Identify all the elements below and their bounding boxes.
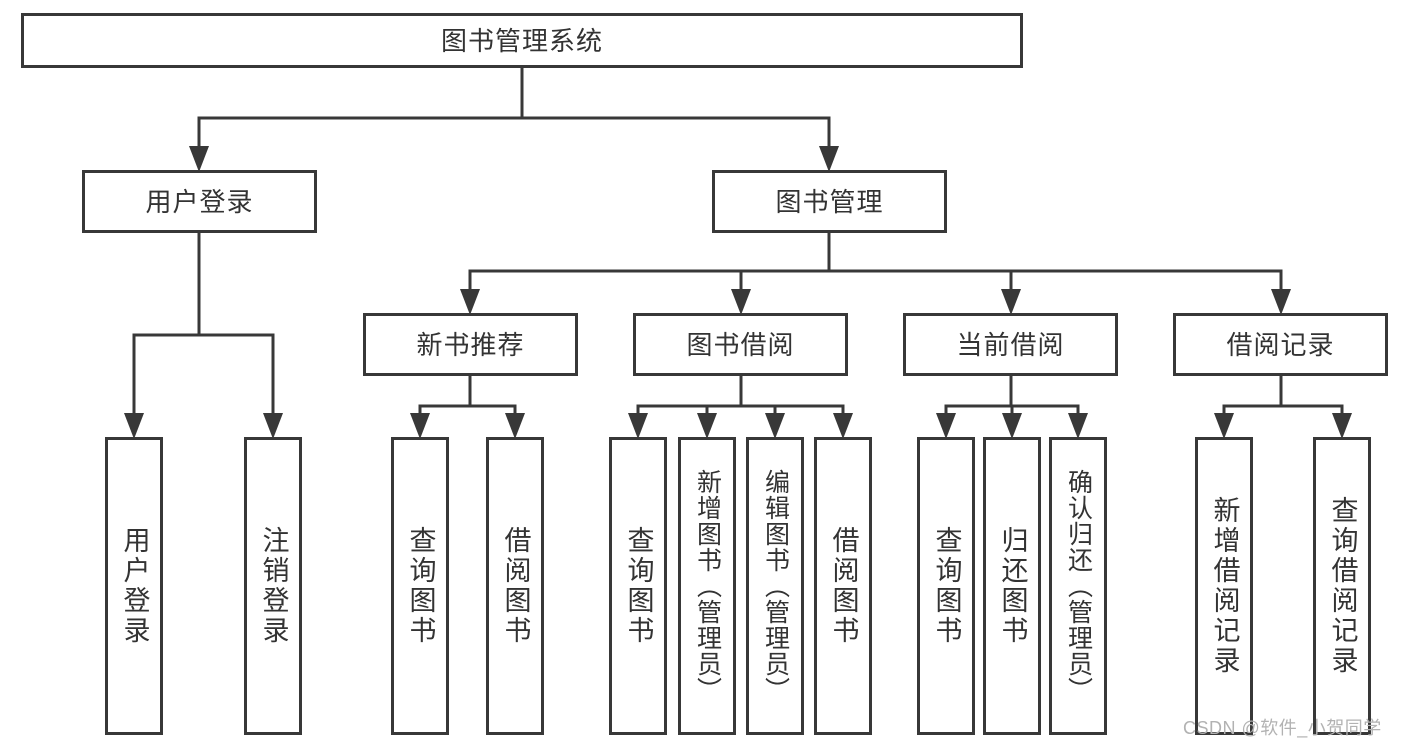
leaf-edit-book-admin: 编辑图书（管理员） bbox=[746, 437, 804, 735]
leaf-query-borrow-record: 查询借阅记录 bbox=[1313, 437, 1371, 735]
watermark: CSDN @软件_小贺同学 bbox=[1183, 718, 1382, 738]
node-current-borrowing: 当前借阅 bbox=[903, 313, 1118, 376]
leaf-user-login: 用户登录 bbox=[105, 437, 163, 735]
leaf-query-books: 查询图书 bbox=[917, 437, 975, 735]
leaf-label: 借阅图书 bbox=[500, 526, 531, 646]
leaf-label: 查询借阅记录 bbox=[1327, 496, 1358, 676]
node-new-book-recommend: 新书推荐 bbox=[363, 313, 578, 376]
leaf-confirm-return-admin: 确认归还（管理员） bbox=[1049, 437, 1107, 735]
leaf-query-books: 查询图书 bbox=[609, 437, 667, 735]
leaf-label: 编辑图书（管理员） bbox=[761, 469, 790, 703]
leaf-add-borrow-record: 新增借阅记录 bbox=[1195, 437, 1253, 735]
node-label: 当前借阅 bbox=[956, 329, 1065, 360]
leaf-label: 用户登录 bbox=[119, 526, 150, 646]
leaf-borrow-books: 借阅图书 bbox=[814, 437, 872, 735]
node-label: 图书借阅 bbox=[686, 329, 795, 360]
leaf-query-books: 查询图书 bbox=[391, 437, 449, 735]
node-label: 新书推荐 bbox=[416, 329, 525, 360]
leaf-label: 确认归还（管理员） bbox=[1064, 469, 1093, 703]
leaf-return-book: 归还图书 bbox=[983, 437, 1041, 735]
node-label: 图书管理系统 bbox=[440, 25, 603, 56]
node-book-borrowing: 图书借阅 bbox=[633, 313, 848, 376]
node-root: 图书管理系统 bbox=[21, 13, 1023, 68]
leaf-label: 归还图书 bbox=[997, 526, 1028, 646]
node-label: 用户登录 bbox=[145, 186, 254, 217]
node-book-management: 图书管理 bbox=[712, 170, 947, 233]
leaf-label: 查询图书 bbox=[405, 526, 436, 646]
leaf-label: 借阅图书 bbox=[828, 526, 859, 646]
node-borrow-records: 借阅记录 bbox=[1173, 313, 1388, 376]
leaf-label: 注销登录 bbox=[258, 526, 289, 646]
leaf-label: 查询图书 bbox=[623, 526, 654, 646]
node-label: 图书管理 bbox=[775, 186, 884, 217]
leaf-logout: 注销登录 bbox=[244, 437, 302, 735]
leaf-label: 新增图书（管理员） bbox=[693, 469, 722, 703]
leaf-label: 新增借阅记录 bbox=[1209, 496, 1240, 676]
node-user-login: 用户登录 bbox=[82, 170, 317, 233]
leaf-add-book-admin: 新增图书（管理员） bbox=[678, 437, 736, 735]
leaf-label: 查询图书 bbox=[931, 526, 962, 646]
node-label: 借阅记录 bbox=[1226, 329, 1335, 360]
leaf-borrow-books: 借阅图书 bbox=[486, 437, 544, 735]
